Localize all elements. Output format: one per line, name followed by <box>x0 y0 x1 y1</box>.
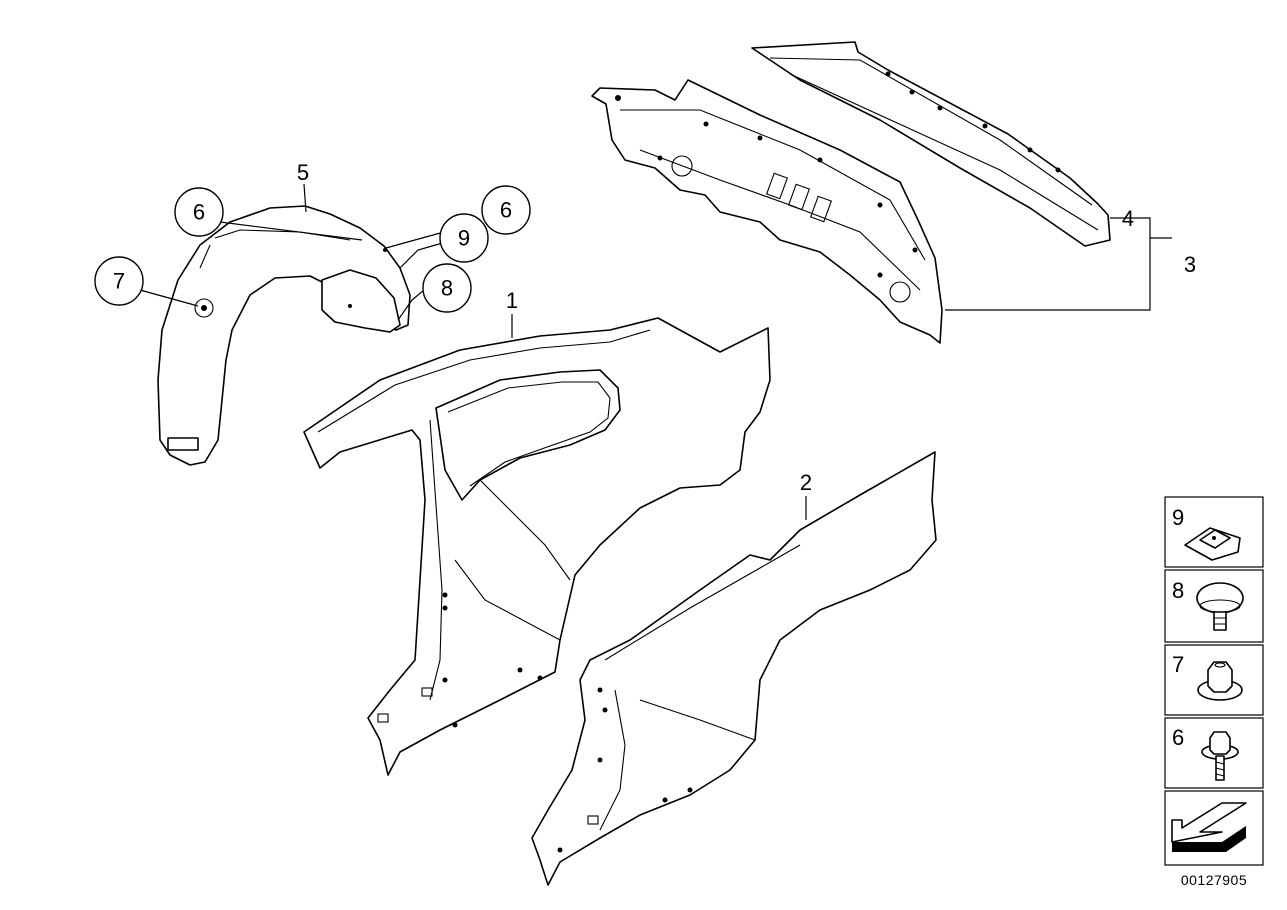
label-5: 5 <box>297 160 309 185</box>
diagram-number: 00127905 <box>1181 872 1247 888</box>
callout-9-label: 9 <box>458 226 470 251</box>
callout-8: 8 <box>422 263 472 313</box>
fastener-legend: 9 8 7 6 <box>1164 496 1264 866</box>
hex-bolt-icon <box>1201 731 1239 781</box>
rear-panel-lower <box>591 79 943 344</box>
rear-panel-upper <box>751 41 1111 247</box>
callout-8-label: 8 <box>441 276 453 301</box>
expanding-rivet-icon <box>1196 582 1244 631</box>
label-2: 2 <box>800 470 812 495</box>
legend-9: 9 <box>1172 505 1184 530</box>
legend-8: 8 <box>1172 578 1184 603</box>
clip-nut-icon <box>1184 527 1241 561</box>
leader-3 <box>945 237 1172 311</box>
label-3: 3 <box>1184 252 1196 277</box>
hex-nut-icon <box>1197 661 1243 701</box>
leader-4 <box>1110 217 1151 238</box>
label-4: 4 <box>1122 206 1134 231</box>
label-1: 1 <box>506 288 518 313</box>
callout-7: 7 <box>94 256 144 306</box>
arrow-icon <box>1171 802 1247 852</box>
side-panel-outer <box>531 451 937 886</box>
side-panel-frame <box>303 317 771 776</box>
callout-9: 9 <box>439 213 489 263</box>
callout-6-left-label: 6 <box>193 200 205 225</box>
legend-6: 6 <box>1172 725 1184 750</box>
callout-6-right: 6 <box>481 185 531 235</box>
callout-7-label: 7 <box>113 269 125 294</box>
callout-6-right-label: 6 <box>500 198 512 223</box>
wheel-arch-liner <box>157 205 411 466</box>
callout-6-left: 6 <box>174 187 224 237</box>
legend-7: 7 <box>1172 652 1184 677</box>
